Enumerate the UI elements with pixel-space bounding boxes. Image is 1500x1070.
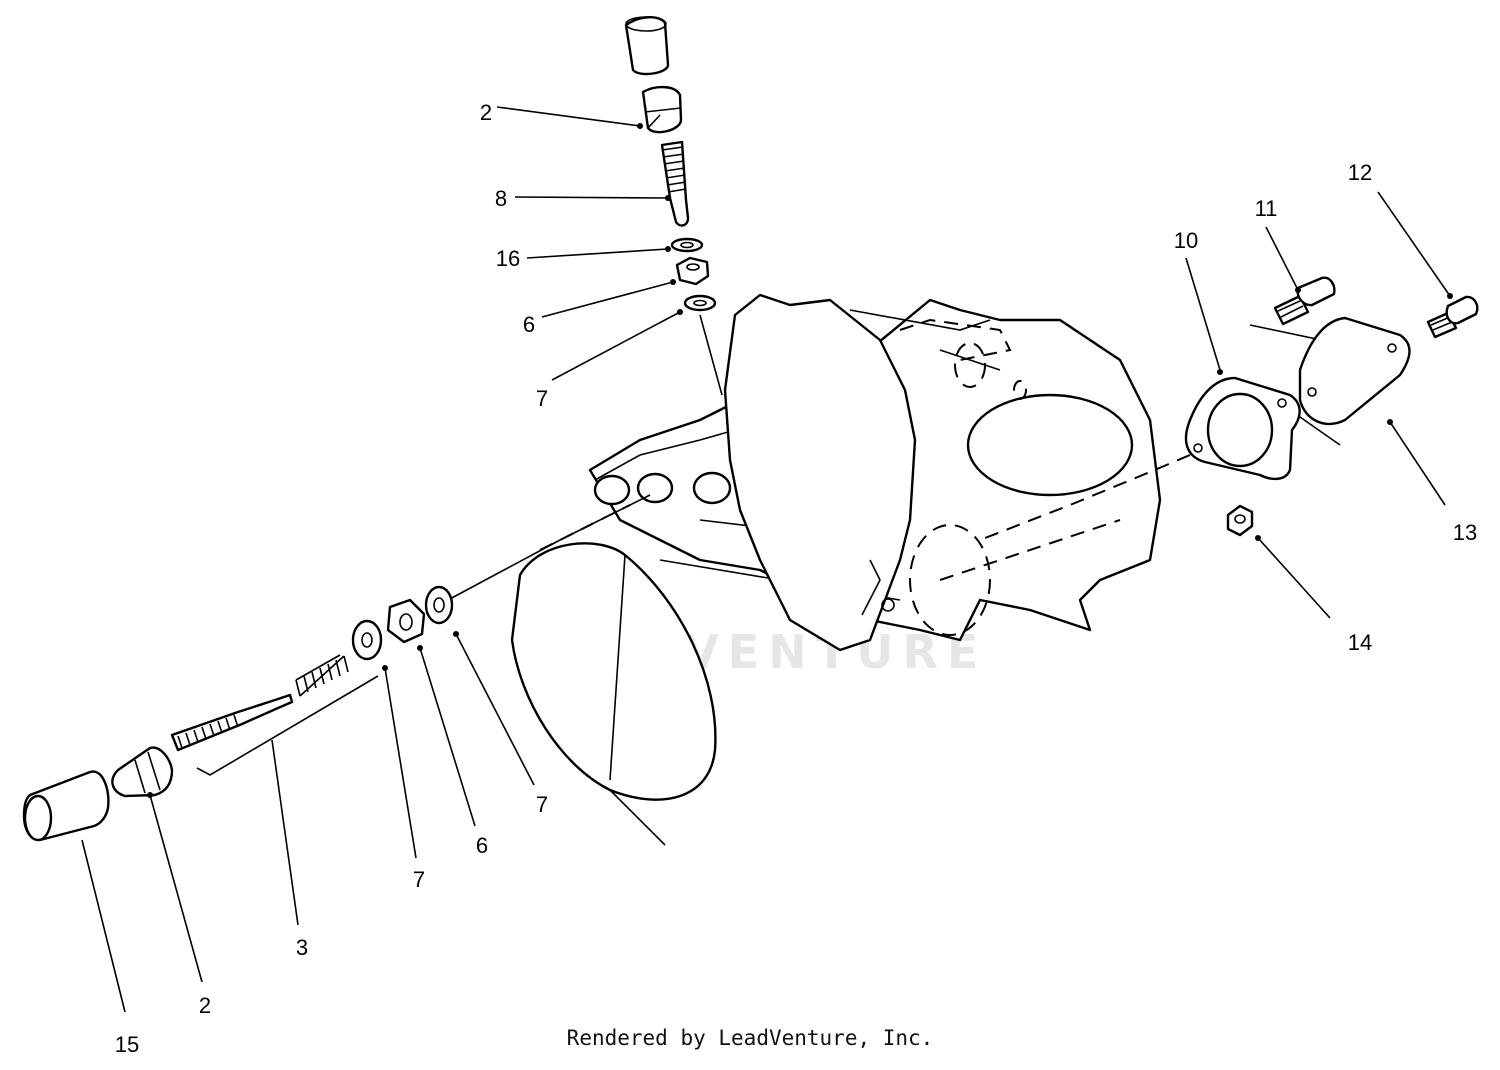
gasket-hole (1277, 398, 1287, 408)
flange-bolt-hole (881, 598, 895, 612)
flange-plate (723, 293, 917, 652)
top-washer (670, 237, 704, 253)
top-washer-7-hole (693, 299, 707, 307)
lower-screw-threads (177, 714, 239, 749)
hidden-axis (539, 504, 631, 551)
bolt-12 (1426, 295, 1479, 339)
gasket-hole (1193, 443, 1203, 453)
block-top-edge (849, 309, 991, 331)
callout-12: 12 (1348, 160, 1372, 185)
cover-seam (609, 554, 626, 781)
callout-11: 11 (1255, 196, 1278, 221)
cover-lower-edge (609, 789, 666, 846)
mounting-boss (593, 474, 631, 506)
lower-fitting-facet (134, 751, 161, 794)
boss-ridge (594, 429, 736, 481)
cover-plate-hole (1387, 343, 1397, 353)
callout-7-right: 7 (536, 792, 548, 817)
top-screw-threads (661, 146, 687, 193)
cover-plate (1298, 316, 1411, 426)
callout-6-top: 6 (523, 312, 535, 337)
lower-cap-rim (23, 794, 53, 842)
hidden-outline (1013, 380, 1027, 400)
lower-valve-assembly (22, 494, 651, 842)
round-side-cover (510, 542, 717, 801)
lower-washer-outer-hole (433, 597, 445, 613)
lower-nut (386, 598, 426, 644)
mounting-boss (636, 472, 674, 504)
nut-14 (1226, 504, 1254, 537)
lower-washer-inner (351, 619, 383, 661)
top-cap-rim (625, 16, 667, 32)
top-nut (675, 256, 710, 286)
engine-housing (510, 293, 1162, 846)
cover-plate-hole (1307, 387, 1317, 397)
callout-15: 15 (115, 1032, 139, 1057)
oval-port (966, 393, 1134, 497)
lower-fitting (111, 746, 174, 798)
cover-plate-assembly (979, 276, 1479, 541)
callout-7-bottom: 7 (413, 867, 425, 892)
top-fitting-facet (644, 107, 682, 129)
hidden-outline (939, 519, 1121, 581)
flange-notch (861, 559, 881, 616)
valve-axis-line (447, 494, 651, 601)
lower-spring-edge (295, 654, 341, 681)
top-cap (624, 16, 670, 76)
hidden-outline (899, 318, 1012, 361)
lower-washer-outer (424, 585, 454, 625)
callout-10: 10 (1174, 228, 1198, 253)
hidden-outline (954, 342, 986, 388)
callout-2-top: 2 (480, 100, 492, 125)
callout-2-bottom: 2 (199, 993, 211, 1018)
credit-text: Rendered by LeadVenture, Inc. (566, 1026, 934, 1050)
leader-lines (81, 106, 1453, 1013)
top-valve-assembly (624, 16, 723, 396)
callout-3: 3 (296, 935, 308, 960)
callout-labels: 2 8 16 6 7 10 11 12 13 14 7 6 7 3 2 15 (115, 100, 1477, 1057)
top-washer-7 (683, 294, 717, 312)
mounting-boss (692, 471, 732, 505)
lower-adjust-screw (170, 693, 294, 752)
bolt-11 (1273, 276, 1336, 326)
lower-spring (295, 655, 349, 697)
callout-7-top: 7 (536, 386, 548, 411)
top-nut-hole (686, 263, 700, 271)
hidden-outline (909, 524, 991, 636)
callout-14: 14 (1348, 630, 1372, 655)
lower-nut-hole (399, 613, 413, 631)
lower-washer-inner-hole (361, 632, 373, 648)
block-rib-3 (939, 349, 1001, 371)
top-washer-hole (680, 241, 694, 249)
callout-13: 13 (1453, 520, 1477, 545)
callout-8: 8 (495, 186, 507, 211)
callout-16: 16 (496, 246, 520, 271)
gasket-opening (1206, 392, 1274, 468)
callout-6-bottom: 6 (476, 833, 488, 858)
valve-axis-line (699, 314, 723, 396)
bracket-3 (196, 675, 379, 776)
